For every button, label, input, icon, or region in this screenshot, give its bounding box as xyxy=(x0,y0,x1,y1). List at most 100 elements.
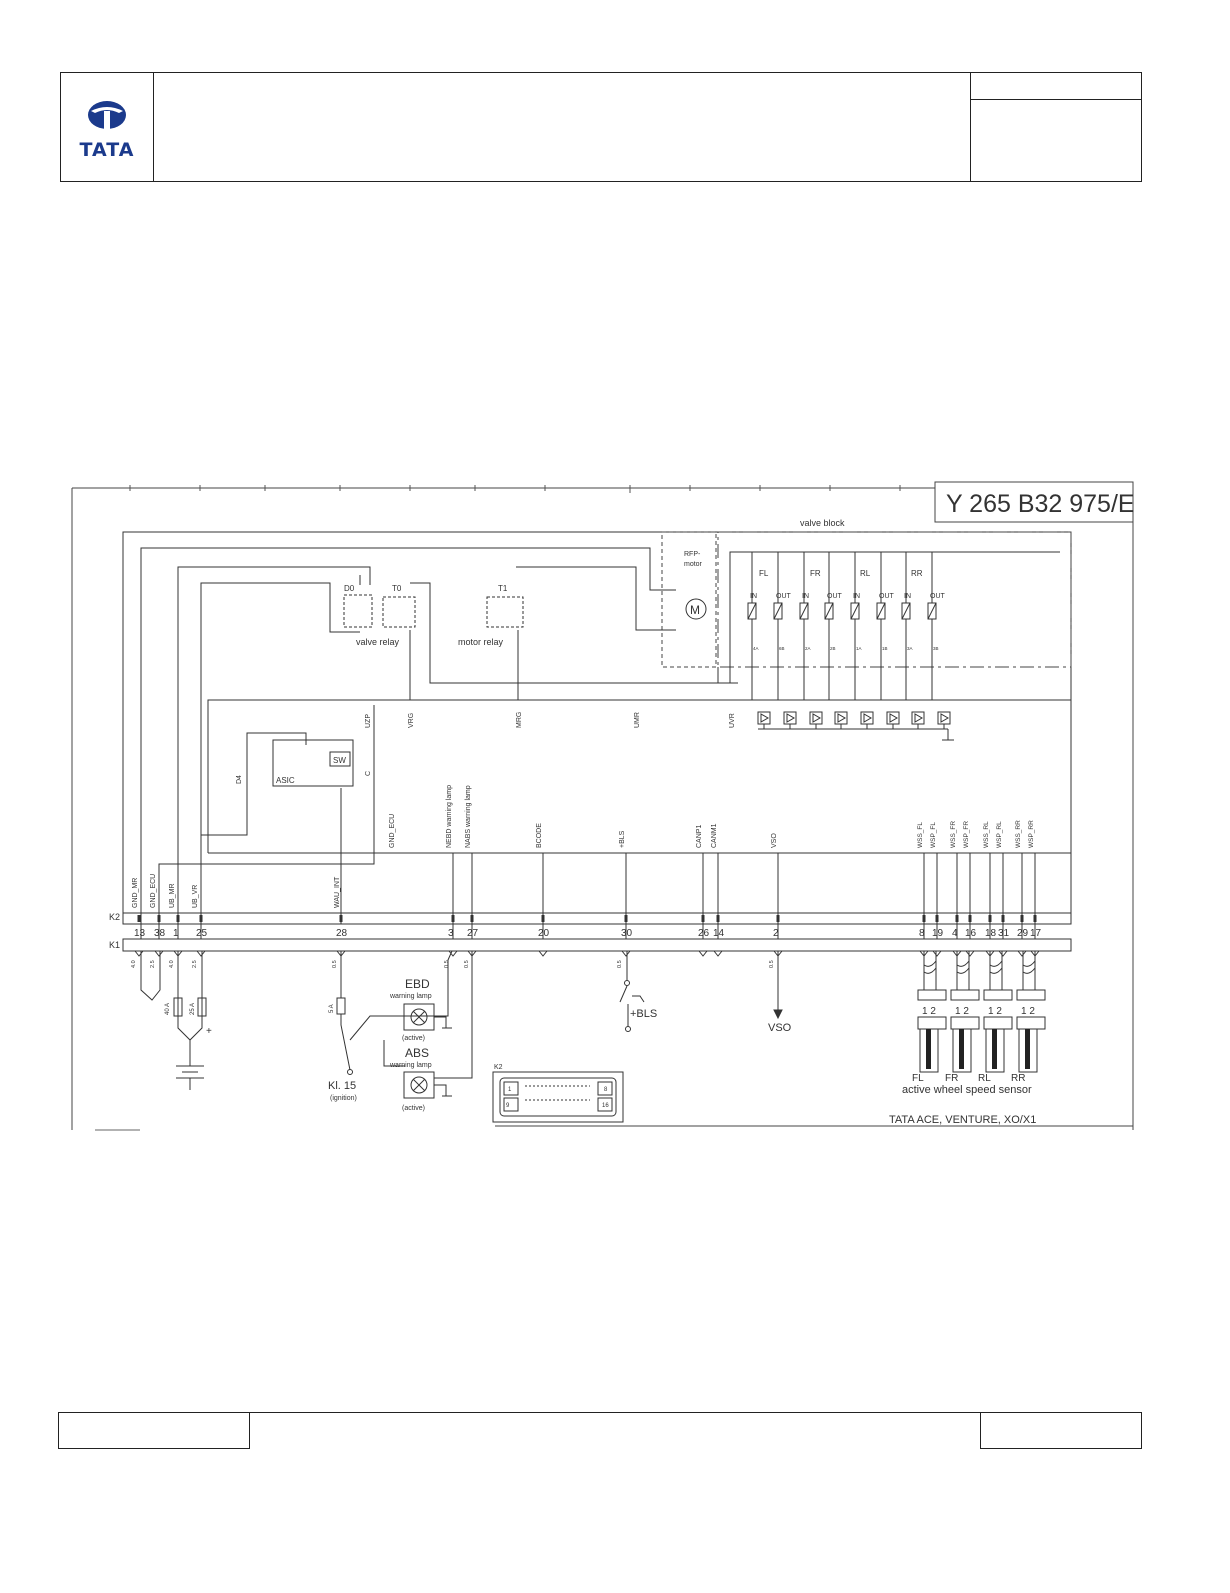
pin-socket xyxy=(998,950,1008,957)
pin-socket xyxy=(448,950,458,957)
wss-signal-label: WSS_FR xyxy=(950,821,957,848)
sensor-caption: active wheel speed sensor xyxy=(902,1084,1032,1096)
header-right-top-cell xyxy=(971,73,1141,100)
pin-mark xyxy=(1001,915,1005,922)
wire-size-label: 0.5 xyxy=(464,960,470,968)
valve-driver-triangle xyxy=(760,713,770,723)
valve-port-label: OUT xyxy=(827,593,843,600)
sensor-connector-lower xyxy=(1016,1016,1046,1030)
vehicle-caption: TATA ACE, VENTURE, XO/X1 xyxy=(889,1114,1036,1126)
battery-plus: + xyxy=(206,1026,212,1037)
valve-driver-triangle xyxy=(914,713,924,723)
internal-signal-label: MRG xyxy=(516,712,523,728)
warning-signal-label: NEBD warning lamp xyxy=(446,785,453,848)
ebd-lamp-title: EBD xyxy=(405,977,430,991)
pin-number: 14 xyxy=(713,928,725,939)
pin-number: 29 xyxy=(1017,928,1029,939)
pin-socket xyxy=(965,950,975,957)
sensor-connector-lower xyxy=(983,1016,1013,1030)
k2-pin-8: 8 xyxy=(604,1087,608,1093)
bls-label: +BLS xyxy=(630,1008,657,1020)
ebd-lamp-sub: warning lamp xyxy=(389,993,432,1000)
valve-driver-triangle xyxy=(889,713,899,723)
wss-signal-label: WSP_FL xyxy=(930,822,937,848)
ignition-circuit xyxy=(336,950,453,1075)
footer-left-cell xyxy=(58,1412,250,1449)
valve-block-label: valve block xyxy=(800,518,845,528)
wire-size-label: 4.0 xyxy=(131,960,137,968)
wire-size-label: 4.0 xyxy=(169,960,175,968)
pin-socket xyxy=(134,950,144,957)
diag-signal-label: BCODE xyxy=(536,823,543,848)
abs-lamp-sub: warning lamp xyxy=(389,1062,432,1069)
warning-signal-label: NABS warning lamp xyxy=(465,785,472,848)
power-signal-label: UB_VR xyxy=(192,885,199,908)
pin-number: 26 xyxy=(698,928,710,939)
pin-number: 16 xyxy=(965,928,977,939)
ebd-lamp xyxy=(403,1003,452,1031)
pin-number: 31 xyxy=(998,928,1010,939)
valve-pin-code: 3A xyxy=(907,646,913,651)
fuse-25a: 25 A xyxy=(190,1003,196,1015)
valve-group-label: FL xyxy=(759,569,769,578)
pin-number: 18 xyxy=(985,928,997,939)
pin-mark xyxy=(339,915,343,922)
relay-t0-label: T0 xyxy=(392,584,402,593)
asic-block xyxy=(272,739,354,787)
sensor-pin-label: 1 2 xyxy=(922,1006,936,1017)
pin-mark xyxy=(716,915,720,922)
sensor-pin-label: 1 2 xyxy=(988,1006,1002,1017)
valve-group-label: FR xyxy=(810,569,821,578)
rfp-motor-label-1: RFP- xyxy=(684,551,701,558)
footer-right-cell xyxy=(980,1412,1142,1449)
pin-number: 1 xyxy=(173,928,179,939)
relay-t1-label: T1 xyxy=(498,584,508,593)
wire-size-label: 0.5 xyxy=(332,960,338,968)
pin-mark xyxy=(157,915,161,922)
wau-signal-label: WAU_INT xyxy=(334,876,341,908)
valve-relay-label: valve relay xyxy=(356,637,400,647)
k2-box-label: K2 xyxy=(494,1064,503,1071)
pin-socket xyxy=(698,950,708,957)
bls-switch xyxy=(619,951,645,1032)
valve-port-label: IN xyxy=(853,593,860,600)
pin-mark xyxy=(955,915,959,922)
valve-pin-code: 4A xyxy=(753,646,759,651)
drawing-number-box xyxy=(934,481,1134,523)
motor-symbol: M xyxy=(690,603,700,617)
pin-number: 27 xyxy=(467,928,479,939)
wire-size-label: 2.5 xyxy=(192,960,198,968)
motor-relay-label: motor relay xyxy=(458,637,504,647)
pin-socket xyxy=(196,950,206,957)
battery-circuit xyxy=(140,951,207,1090)
pin-mark xyxy=(176,915,180,922)
internal-signal-label: VRG xyxy=(408,713,415,728)
sensor-body xyxy=(1025,1029,1030,1069)
sensor-connector-upper xyxy=(950,989,980,1001)
sensor-lead xyxy=(919,1029,939,1073)
valve-driver-triangle xyxy=(863,713,873,723)
power-signal-label: GND_MR xyxy=(132,878,139,908)
rfp-motor-box xyxy=(661,531,717,668)
pin-number: 13 xyxy=(134,928,146,939)
wire-size-label: 0.5 xyxy=(617,960,623,968)
vso-arrow xyxy=(773,951,783,1020)
power-signal-label: GND_ECU xyxy=(150,874,157,908)
fuse-40a: 40 A xyxy=(165,1003,171,1015)
abs-lamp-state: (active) xyxy=(402,1105,425,1112)
pin-number: 8 xyxy=(919,928,925,939)
valve-coil-diagonal xyxy=(824,602,834,620)
pin-mark xyxy=(1033,915,1037,922)
pin-number: 17 xyxy=(1030,928,1042,939)
abs-lamp xyxy=(403,951,473,1099)
wss-signal-label: WSP_RL xyxy=(996,821,1003,848)
k1-connector-bar xyxy=(122,938,1072,952)
valve-port-label: IN xyxy=(802,593,809,600)
k2-diagnostic-connector xyxy=(492,1071,624,1123)
sensor-pin-label: 1 2 xyxy=(1021,1006,1035,1017)
relay-d0-label: D0 xyxy=(344,584,355,593)
wss-signal-label: WSP_FR xyxy=(963,821,970,848)
